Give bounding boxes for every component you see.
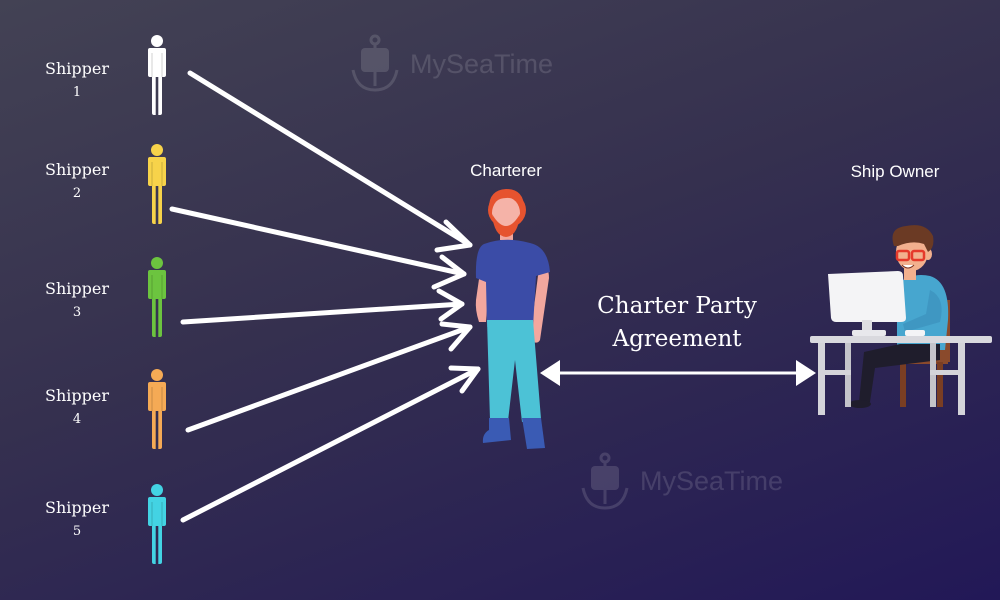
shipper-5-person-icon — [147, 483, 167, 565]
charter-party-agreement-label: Charter Party Agreement — [570, 290, 784, 356]
anchor-icon — [351, 34, 399, 92]
shipper-label-text: Shipper — [45, 498, 109, 517]
arrow-shipper-1 — [187, 70, 473, 253]
shipper-arrows — [169, 70, 481, 523]
watermark-top: MySeaTime — [351, 34, 553, 92]
shipper-2-person-icon — [147, 143, 167, 225]
arrow-shipper-5 — [180, 365, 481, 523]
shipper-label-text: Shipper — [45, 59, 109, 78]
shipper-1-person-icon — [147, 34, 167, 116]
shipper-label-text: Shipper — [45, 279, 109, 298]
shipper-number: 5 — [72, 524, 82, 539]
shipper-figures — [147, 34, 167, 565]
charterer-person-icon — [475, 189, 550, 449]
shipper-label-3: Shipper 3 — [42, 278, 112, 326]
ship-owner-title: Ship Owner — [850, 162, 940, 181]
shipper-label-5: Shipper 5 — [42, 497, 112, 545]
watermark-bottom: MySeaTime — [581, 452, 783, 510]
agreement-line-1: Charter Party — [597, 293, 757, 319]
shipper-label-2: Shipper 2 — [42, 159, 112, 207]
shipper-number: 3 — [72, 305, 82, 320]
shipper-label-4: Shipper 4 — [42, 385, 112, 433]
arrow-shipper-2 — [169, 206, 467, 290]
agreement-line-2: Agreement — [612, 326, 742, 352]
charterer-title: Charterer — [470, 161, 542, 180]
ship-owner-at-desk-icon — [810, 225, 992, 415]
watermark-text: MySeaTime — [410, 49, 553, 79]
shipper-number: 2 — [72, 186, 82, 201]
anchor-icon — [581, 452, 629, 510]
shipper-3-person-icon — [147, 256, 167, 338]
shipper-label-text: Shipper — [45, 386, 109, 405]
shipper-number: 1 — [72, 85, 82, 100]
shipper-label-1: Shipper 1 — [42, 58, 112, 106]
arrow-shipper-3 — [180, 288, 465, 325]
shipper-number: 4 — [72, 412, 82, 427]
shipper-4-person-icon — [147, 368, 167, 450]
agreement-double-arrow — [540, 360, 816, 386]
arrow-shipper-4 — [185, 321, 473, 433]
shipper-label-text: Shipper — [45, 160, 109, 179]
watermark-text: MySeaTime — [640, 466, 783, 496]
